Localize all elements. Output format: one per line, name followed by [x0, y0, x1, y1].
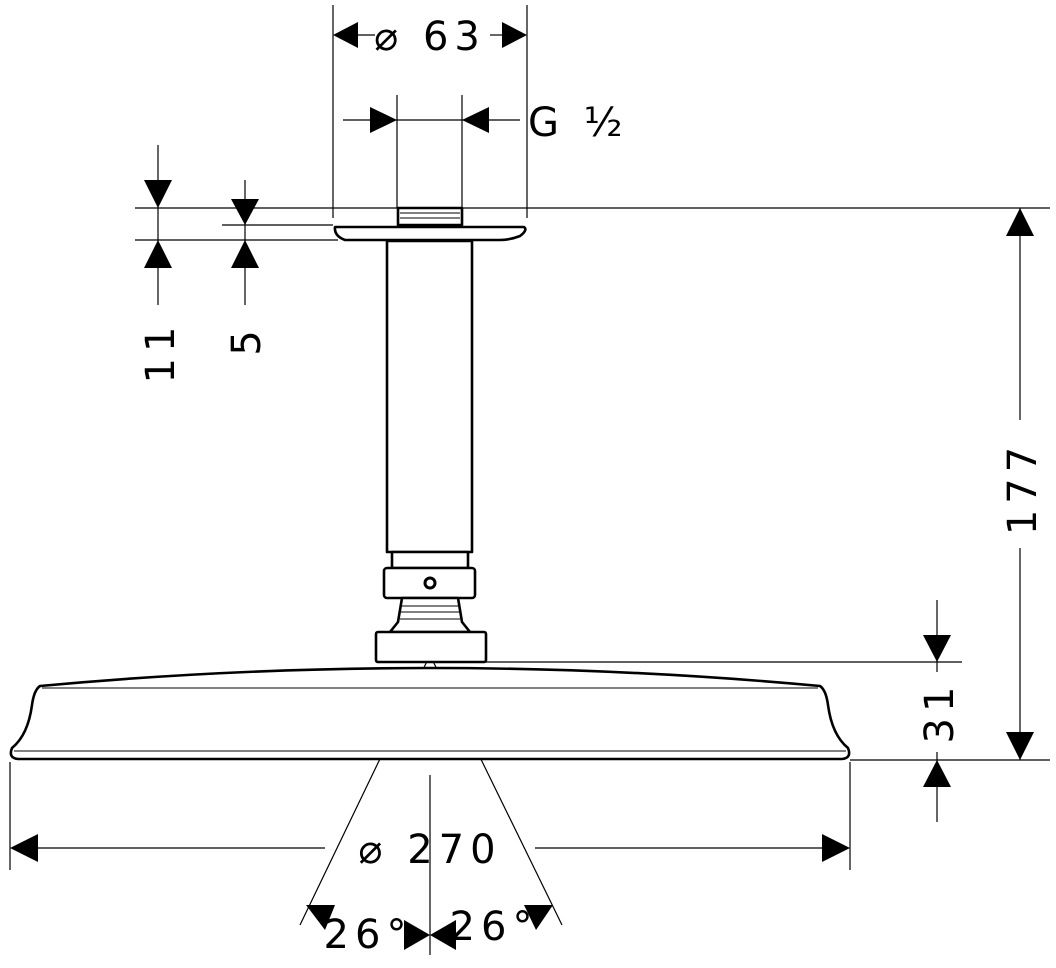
flange-diameter-label: ⌀ 63 [374, 14, 486, 60]
extension-lines [9, 5, 1050, 955]
ball-joint [388, 596, 472, 634]
head-connector [374, 630, 488, 664]
spray-angle-left-label: 26° [324, 912, 413, 958]
dimension-flange-offset: 5 [224, 180, 270, 356]
thread-label: G ½ [528, 100, 628, 146]
dimension-flange-diameter: ⌀ 63 [333, 14, 527, 60]
head-height-label: 31 [917, 681, 963, 744]
shower-head [9, 666, 851, 761]
dimension-thread: G ½ [343, 100, 628, 146]
flange-thickness-label: 11 [138, 321, 184, 384]
pipe-ring [390, 550, 470, 570]
spray-angle-right-label: 26° [450, 904, 539, 950]
dimension-head-height: 31 [917, 600, 963, 822]
shower-arm [333, 206, 527, 664]
thread-connector [396, 206, 464, 227]
dimension-flange-thickness: 11 [138, 145, 184, 383]
flange-offset-label: 5 [224, 324, 270, 355]
head-diameter-label: ⌀ 270 [358, 827, 501, 873]
ceiling-flange [333, 225, 527, 242]
dimension-head-diameter: ⌀ 270 [10, 827, 850, 873]
dimension-total-height: 177 [1000, 208, 1046, 760]
nut-screw [423, 576, 437, 590]
arm-pipe [385, 239, 474, 554]
total-height-label: 177 [1000, 441, 1046, 535]
swivel-nut [382, 566, 477, 600]
dimension-spray-angle: 26° 26° [306, 904, 553, 958]
